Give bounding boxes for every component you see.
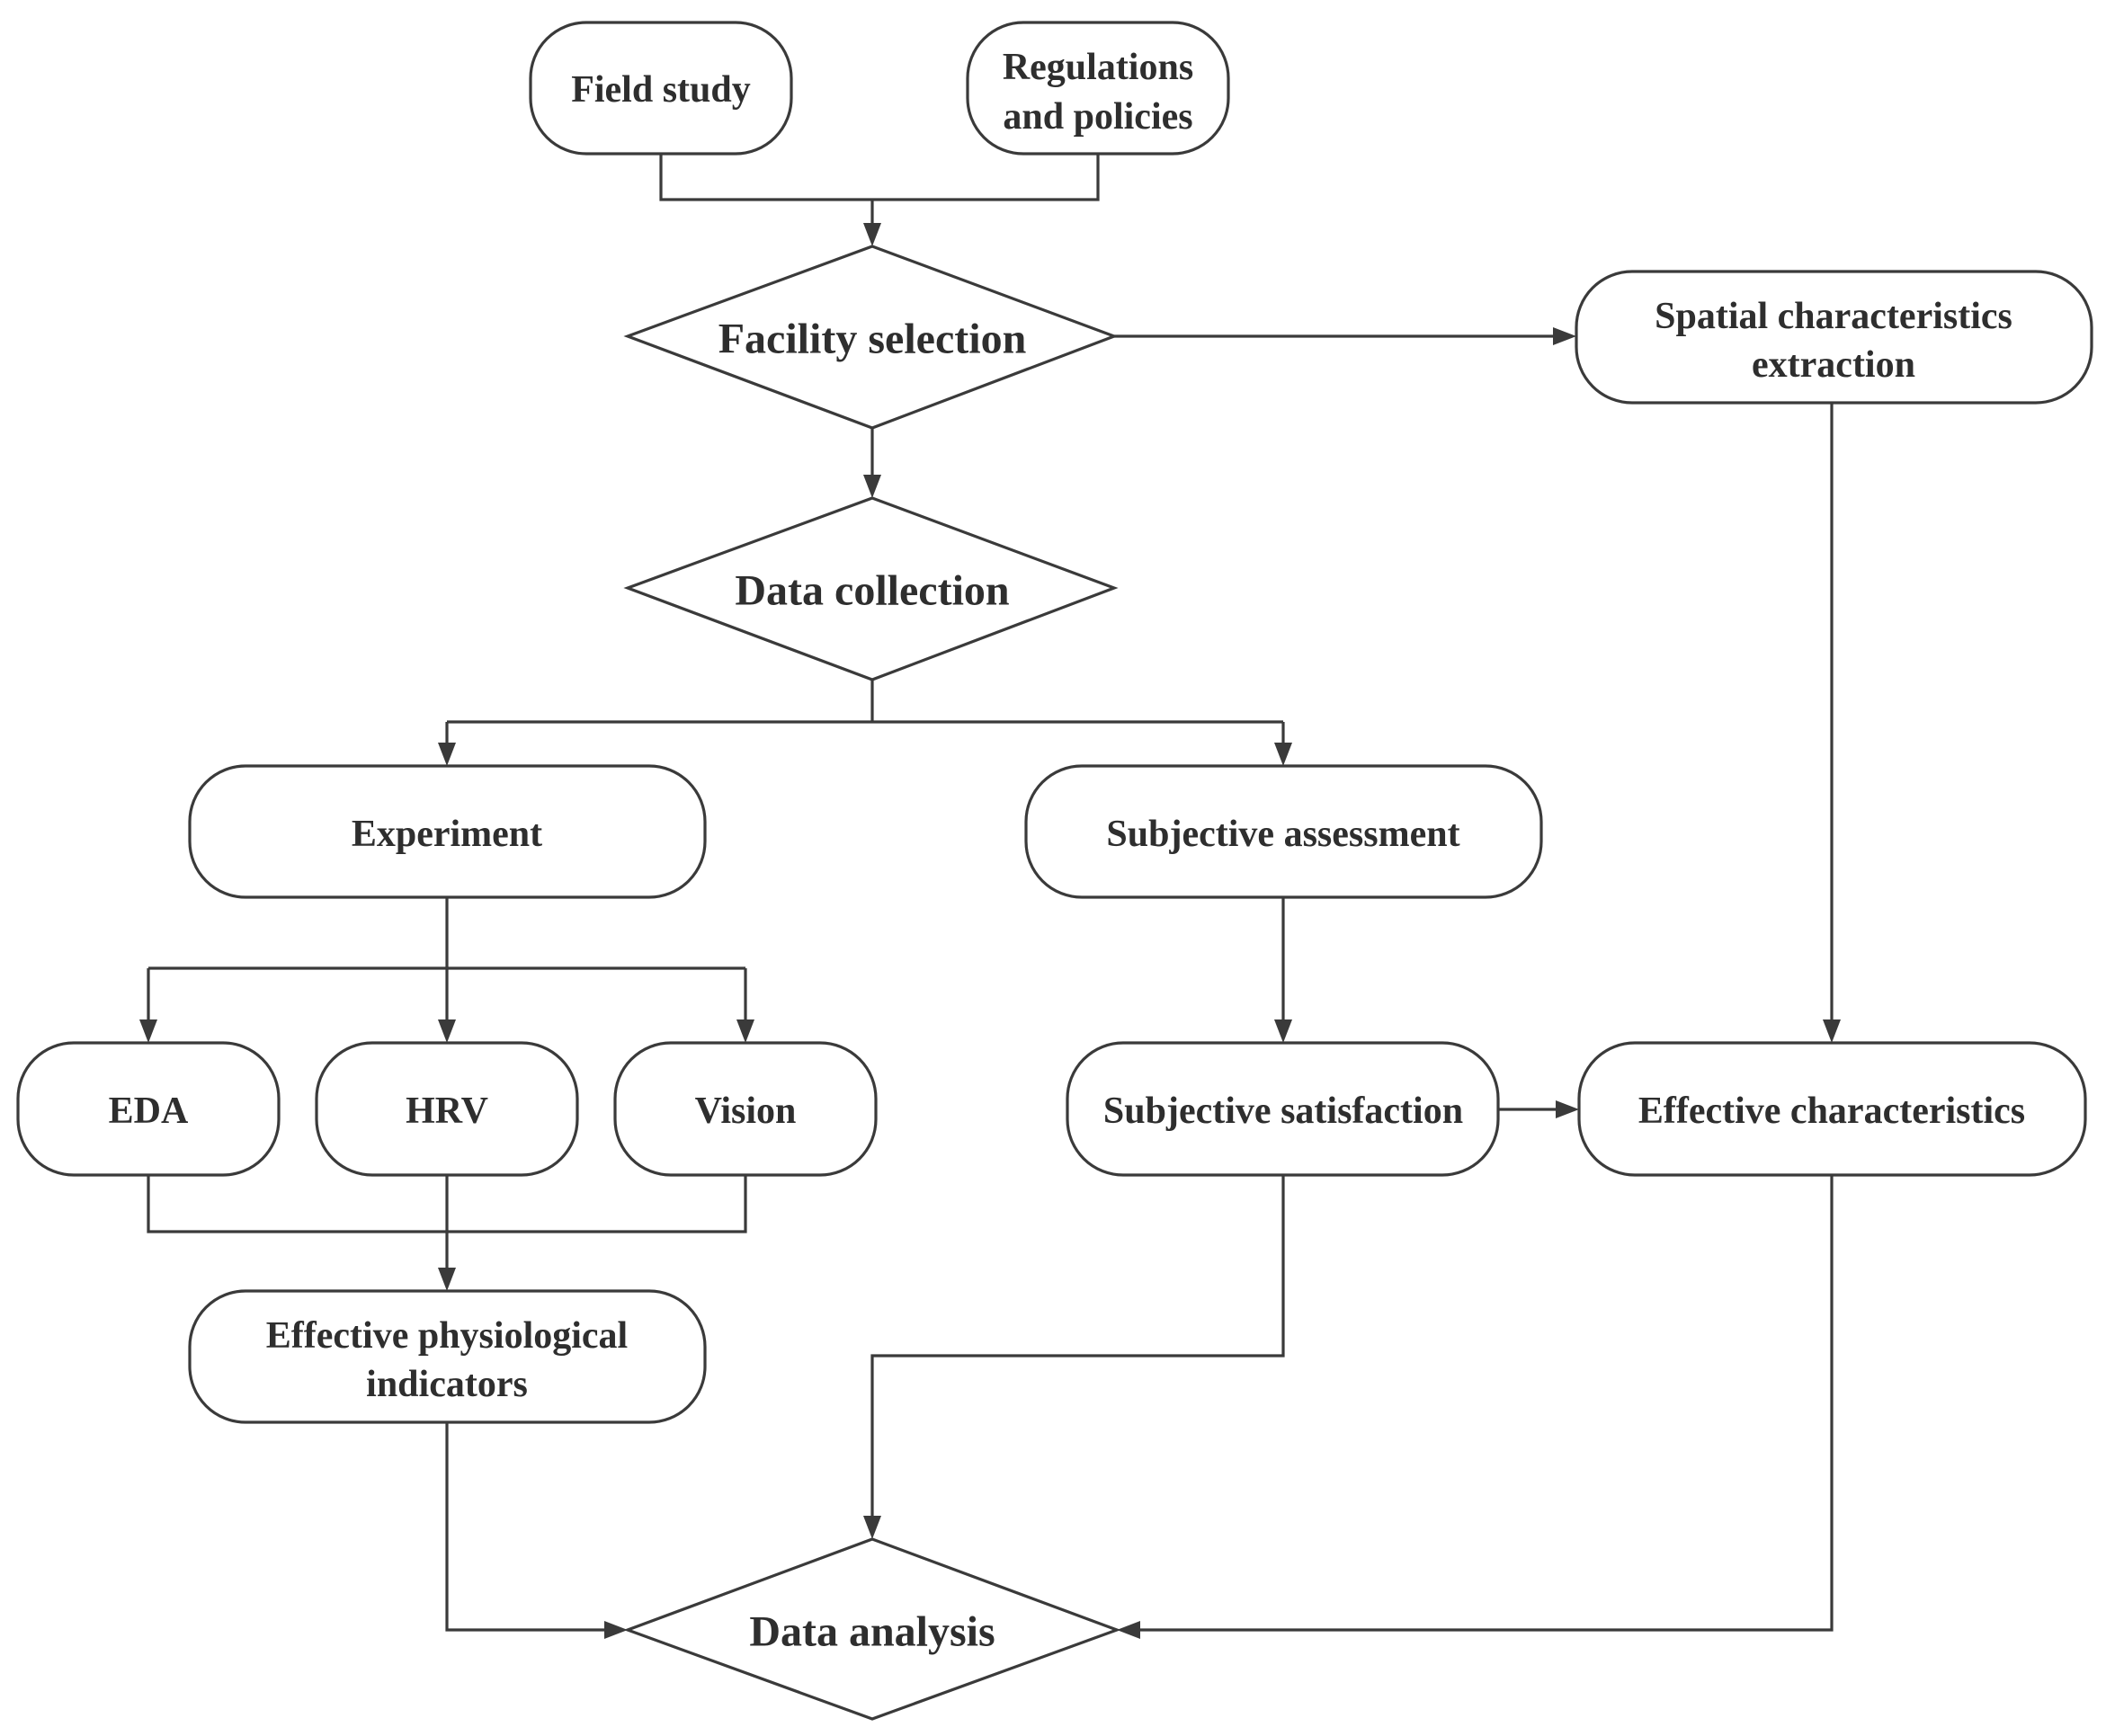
node-effective-characteristics-label: Effective characteristics — [1638, 1091, 2025, 1132]
arrow-to-collection — [863, 475, 881, 498]
arrow-analysis-right — [1117, 1621, 1140, 1639]
arrow-to-assessment — [1274, 743, 1292, 766]
node-vision-label: Vision — [695, 1091, 797, 1132]
node-regulations: Regulations and policies — [966, 21, 1230, 156]
connector-indicators-to-analysis — [445, 1422, 604, 1632]
node-physiological-indicators-label-line1: Effective physiological — [266, 1315, 628, 1357]
arrow-to-spatial — [1553, 327, 1576, 345]
arrow-analysis-top — [863, 1516, 881, 1539]
connector-regulations — [872, 154, 1100, 201]
arrow-analysis-left — [604, 1621, 628, 1639]
arrow-to-satisfaction — [1274, 1019, 1292, 1043]
node-physiological-indicators: Effective physiological indicators — [188, 1289, 707, 1424]
arrow-to-experiment — [438, 743, 456, 766]
connector-satisfaction-to-analysis — [870, 1175, 1285, 1516]
node-subjective-satisfaction: Subjective satisfaction — [1066, 1041, 1500, 1177]
arrow-to-hrv — [438, 1019, 456, 1043]
node-spatial-extraction-label-line2: extraction — [1752, 344, 1915, 386]
arrow-to-characteristics-top — [1823, 1019, 1841, 1043]
node-experiment: Experiment — [188, 764, 707, 899]
arrow-to-eda — [139, 1019, 157, 1043]
node-eda-label: EDA — [109, 1091, 189, 1132]
node-field-study: Field study — [529, 21, 793, 156]
node-subjective-assessment: Subjective assessment — [1024, 764, 1543, 899]
arrow-to-indicators — [438, 1268, 456, 1291]
node-spatial-extraction: Spatial characteristics extraction — [1575, 270, 2093, 405]
node-regulations-label-line2: and policies — [1003, 96, 1192, 138]
node-spatial-extraction-label-line1: Spatial characteristics — [1655, 296, 2012, 337]
node-facility-selection: Facility selection — [623, 245, 1119, 430]
node-eda: EDA — [16, 1041, 281, 1177]
node-data-analysis: Data analysis — [623, 1537, 1121, 1721]
arrow-to-vision — [736, 1019, 754, 1043]
node-field-study-label: Field study — [571, 69, 751, 111]
node-data-collection-label: Data collection — [735, 567, 1009, 615]
arrow-to-characteristics-side — [1556, 1100, 1579, 1118]
node-hrv: HRV — [315, 1041, 579, 1177]
node-physiological-indicators-label-line2: indicators — [366, 1364, 528, 1405]
node-subjective-assessment-label: Subjective assessment — [1106, 814, 1459, 855]
node-facility-selection-label: Facility selection — [718, 316, 1027, 363]
node-data-collection: Data collection — [623, 496, 1119, 681]
arrow-to-facility — [863, 223, 881, 246]
connector-characteristics-to-analysis — [1140, 1175, 1834, 1632]
node-vision: Vision — [613, 1041, 878, 1177]
node-experiment-label: Experiment — [352, 814, 542, 855]
node-data-analysis-label: Data analysis — [749, 1608, 995, 1656]
node-subjective-satisfaction-label: Subjective satisfaction — [1103, 1091, 1463, 1132]
connector-field-study — [659, 154, 872, 201]
connectors — [139, 154, 1841, 1639]
node-effective-characteristics: Effective characteristics — [1577, 1041, 2087, 1177]
nodes: Field study Regulations and policies Fac… — [16, 21, 2093, 1721]
node-regulations-label-line1: Regulations — [1003, 47, 1193, 88]
node-hrv-label: HRV — [406, 1091, 488, 1132]
